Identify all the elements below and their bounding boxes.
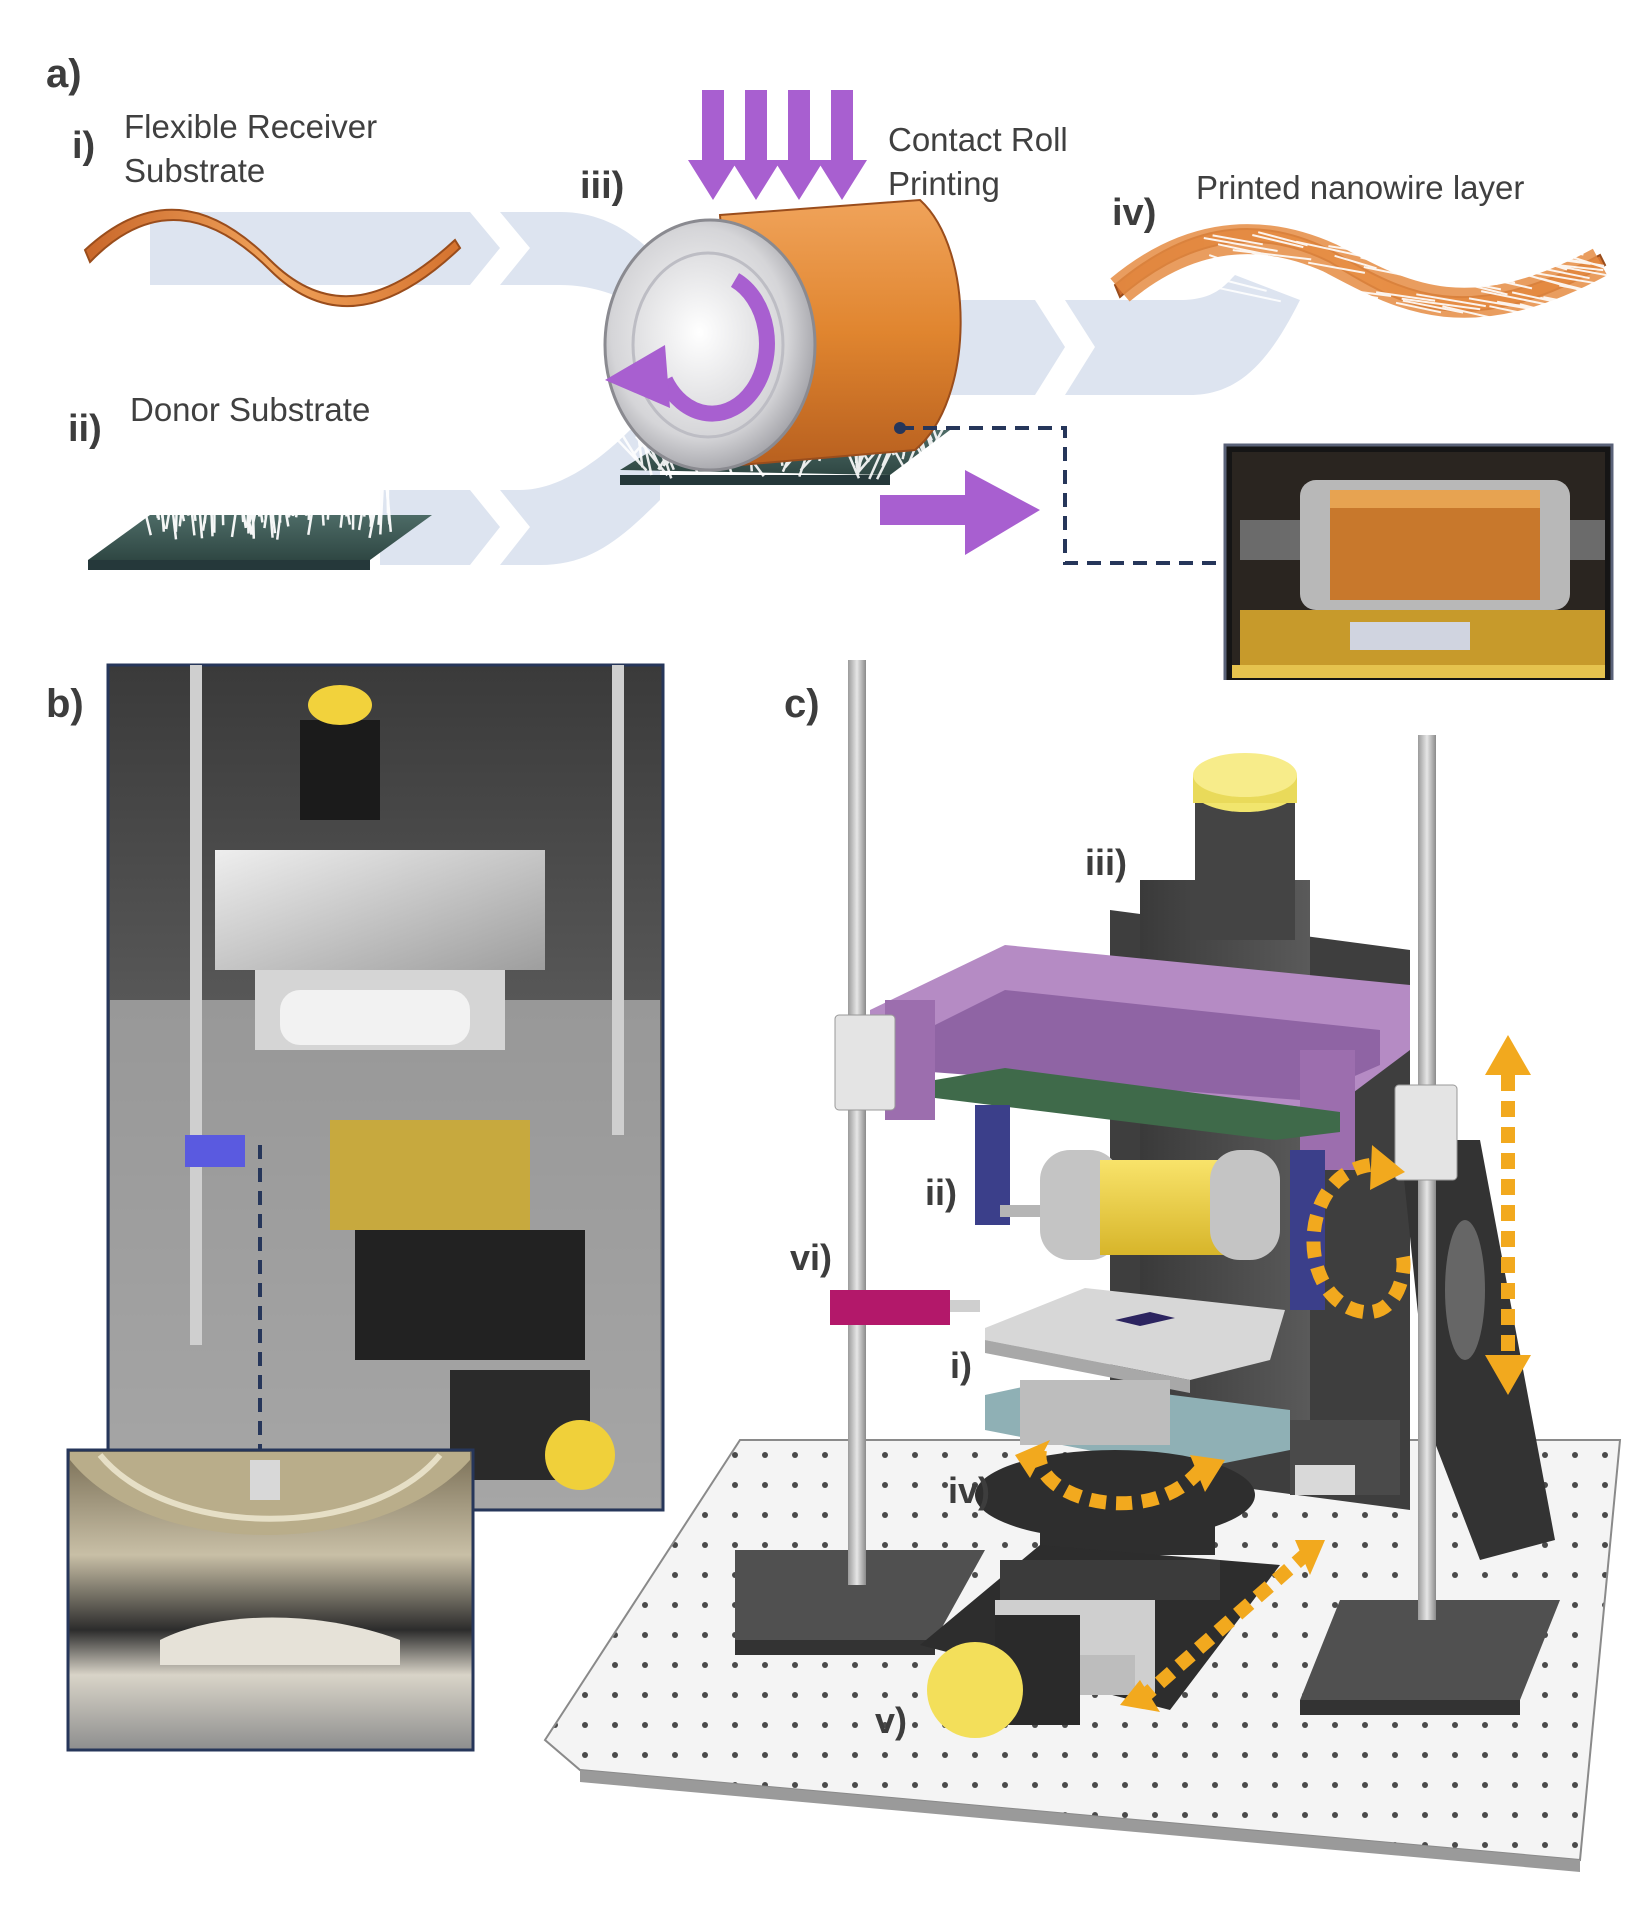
contact-roller bbox=[603, 198, 962, 485]
label-iii-z-motor: iii) bbox=[1085, 842, 1127, 883]
label-i-stage: i) bbox=[950, 1345, 972, 1386]
step-i-text: Flexible Receiver Substrate bbox=[124, 105, 377, 193]
step-iii-text-line1: Contact Roll bbox=[888, 121, 1068, 158]
panel-c-letter: c) bbox=[784, 682, 820, 726]
step-ii-label: ii) bbox=[68, 408, 102, 450]
receiver-stage bbox=[985, 1288, 1285, 1393]
flow-band-output bbox=[950, 275, 1300, 395]
green-mounting-plate bbox=[935, 1068, 1340, 1140]
left-rod-clamp bbox=[834, 1014, 896, 1111]
step-iii-label: iii) bbox=[580, 165, 625, 207]
step-iii-text-line2: Printing bbox=[888, 165, 1000, 202]
label-vi-clamp: vi) bbox=[790, 1237, 833, 1278]
side-bracket bbox=[1400, 1140, 1555, 1560]
step-i-text-line1: Flexible Receiver bbox=[124, 108, 378, 145]
printed-nanowire-layer bbox=[1110, 224, 1621, 322]
step-iv-label: iv) bbox=[1112, 192, 1157, 234]
flow-band-top bbox=[150, 212, 660, 320]
flow-chevrons bbox=[470, 212, 1095, 565]
roller-assembly bbox=[1000, 1150, 1280, 1260]
step-i-label: i) bbox=[72, 125, 96, 167]
yellow-motion-arrows bbox=[1032, 1075, 1515, 1706]
setup-photograph bbox=[106, 663, 665, 1512]
panel-b-letter: b) bbox=[46, 682, 84, 726]
closeup-photo-inset bbox=[66, 1448, 475, 1752]
panel-a-letter: a) bbox=[46, 52, 82, 96]
right-rod-clamp bbox=[1394, 1084, 1458, 1181]
label-ii-roller: ii) bbox=[925, 1172, 957, 1213]
magenta-rod-clamp bbox=[830, 1290, 980, 1325]
roller-photo-inset bbox=[1223, 443, 1614, 680]
step-iii-text: Contact Roll Printing bbox=[888, 118, 1068, 206]
flexible-receiver-substrate bbox=[83, 208, 462, 307]
step-ii-text: Donor Substrate bbox=[130, 391, 371, 428]
step-i-text-line2: Substrate bbox=[124, 152, 266, 189]
donor-substrate bbox=[88, 409, 432, 570]
rotation-arrow-icon bbox=[605, 273, 775, 422]
pressure-arrows-icon bbox=[688, 90, 867, 200]
motion-arrow-icon bbox=[880, 470, 1040, 555]
panel-a-schematic bbox=[83, 90, 1621, 680]
dashed-connector bbox=[894, 422, 1225, 565]
right-rod-base bbox=[1300, 1600, 1560, 1715]
x-stepper-motor bbox=[927, 1615, 1080, 1738]
step-iv-text: Printed nanowire layer bbox=[1196, 169, 1525, 206]
label-v-linear-motor: v) bbox=[875, 1700, 908, 1741]
label-iv-rotation: iv) bbox=[948, 1470, 991, 1511]
z-stepper-motor bbox=[1193, 753, 1297, 940]
yellow-arrow-heads bbox=[1015, 1035, 1531, 1712]
left-vertical-rod bbox=[848, 660, 866, 1585]
connector-block bbox=[1290, 1420, 1400, 1495]
left-rod-base bbox=[735, 1550, 985, 1655]
